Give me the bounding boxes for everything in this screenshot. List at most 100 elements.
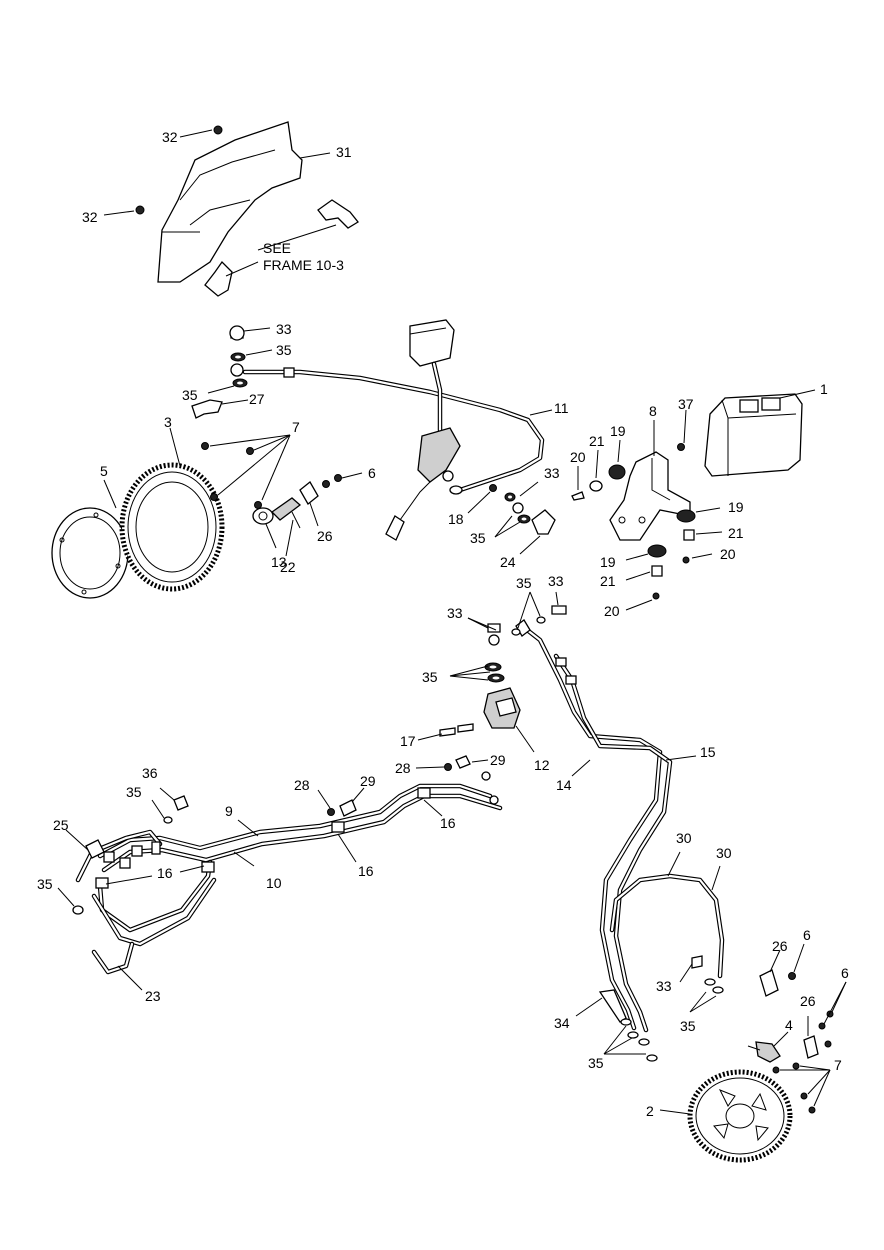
callout-15: 15 xyxy=(700,744,716,760)
clip-27 xyxy=(191,399,249,419)
callout-7: 7 xyxy=(834,1057,842,1073)
callout-28: 28 xyxy=(395,760,411,776)
banjo-bolt-33-mid xyxy=(494,481,556,555)
rear-tone-ring-2 xyxy=(659,1069,793,1163)
clip-28-29-left xyxy=(317,787,365,817)
hose-11-front xyxy=(242,367,553,493)
rear-sensor-bracket-26 xyxy=(759,943,805,997)
callout-16: 16 xyxy=(358,863,374,879)
callout-6: 6 xyxy=(368,465,376,481)
callout-26: 26 xyxy=(772,938,788,954)
callout-19: 19 xyxy=(610,423,626,439)
screw-37 xyxy=(677,409,687,451)
callout-21: 21 xyxy=(600,573,616,589)
bolt-set-7-front xyxy=(201,434,291,509)
see-note-line2: FRAME 10-3 xyxy=(263,257,344,273)
rear-pipe-junction-25 xyxy=(65,829,163,889)
callout-33: 33 xyxy=(544,465,560,481)
callout-21: 21 xyxy=(728,525,744,541)
callout-26: 26 xyxy=(800,993,816,1009)
callout-21: 21 xyxy=(589,433,605,449)
abs-mount-bracket xyxy=(609,420,691,541)
pipe-14-15 xyxy=(515,619,697,1033)
abs-modulator xyxy=(704,389,816,477)
callout-16: 16 xyxy=(440,815,456,831)
bolt-set-7-rear xyxy=(772,1062,831,1114)
bracket-clip-top xyxy=(204,199,359,297)
callout-33: 33 xyxy=(276,321,292,337)
callout-35: 35 xyxy=(470,530,486,546)
callout-19: 19 xyxy=(600,554,616,570)
callout-20: 20 xyxy=(570,449,586,465)
callout-36: 36 xyxy=(142,765,158,781)
callout-5: 5 xyxy=(100,463,108,479)
bolt-34 xyxy=(575,989,627,1023)
callout-9: 9 xyxy=(225,803,233,819)
callout-31: 31 xyxy=(336,144,352,160)
callout-35: 35 xyxy=(182,387,198,403)
callout-35: 35 xyxy=(680,1018,696,1034)
callout-11: 11 xyxy=(554,400,569,416)
callout-37: 37 xyxy=(678,396,694,412)
callout-28: 28 xyxy=(294,777,310,793)
callout-33: 33 xyxy=(656,978,672,994)
callout-24: 24 xyxy=(500,554,516,570)
callout-3: 3 xyxy=(164,414,172,430)
callout-19: 19 xyxy=(728,499,744,515)
hose-18 xyxy=(449,484,497,514)
callout-29: 29 xyxy=(360,773,376,789)
callout-35: 35 xyxy=(422,669,438,685)
callout-30: 30 xyxy=(716,845,732,861)
callout-25: 25 xyxy=(53,817,69,833)
callout-34: 34 xyxy=(554,1015,570,1031)
rear-sensor-4 xyxy=(747,981,847,1063)
bolt-33-rear xyxy=(679,955,717,1013)
see-note-line1: SEE xyxy=(263,240,291,256)
callout-23: 23 xyxy=(145,988,161,1004)
callout-35: 35 xyxy=(126,784,142,800)
rubber-mount-19-bottom xyxy=(625,544,667,611)
callout-30: 30 xyxy=(676,830,692,846)
master-cylinder-reservoir xyxy=(385,319,461,541)
callout-labels: 1 2 3 4 5 6 6 6 7 7 8 9 10 11 12 13 14 1… xyxy=(37,129,849,1119)
washers-35-rear xyxy=(603,1018,658,1062)
callout-32: 32 xyxy=(162,129,178,145)
valve-block-12 xyxy=(449,617,535,753)
callout-20: 20 xyxy=(604,603,620,619)
callout-6: 6 xyxy=(841,965,849,981)
pipe-9-10 xyxy=(91,771,503,947)
callout-16: 16 xyxy=(157,865,173,881)
callout-12: 12 xyxy=(534,757,550,773)
callout-6: 6 xyxy=(803,927,811,943)
callout-32: 32 xyxy=(82,209,98,225)
bolt-6-front xyxy=(322,472,363,488)
pipe-23 xyxy=(91,941,143,991)
callout-1: 1 xyxy=(820,381,828,397)
callout-35: 35 xyxy=(276,342,292,358)
heat-shield-part xyxy=(157,121,303,283)
callout-33: 33 xyxy=(447,605,463,621)
callout-8: 8 xyxy=(649,403,657,419)
rubber-mount-19-top xyxy=(571,439,626,501)
bolt-17 xyxy=(417,723,474,741)
front-disc-plate-5 xyxy=(51,507,129,599)
callout-33: 33 xyxy=(548,573,564,589)
front-wheel-sensor xyxy=(252,481,319,557)
clip-28-29-right xyxy=(415,755,489,771)
bolt-33-upper-pipe xyxy=(511,591,567,636)
screw-32-top xyxy=(179,125,223,138)
callout-14: 14 xyxy=(556,777,572,793)
callout-10: 10 xyxy=(266,875,282,891)
callout-17: 17 xyxy=(400,733,416,749)
screw-32-left xyxy=(103,205,145,216)
callout-18: 18 xyxy=(448,511,464,527)
callout-29: 29 xyxy=(490,752,506,768)
callout-35: 35 xyxy=(516,575,532,591)
callout-35: 35 xyxy=(588,1055,604,1071)
callout-7: 7 xyxy=(292,419,300,435)
callout-27: 27 xyxy=(249,391,265,407)
callout-20: 20 xyxy=(720,546,736,562)
callout-26: 26 xyxy=(317,528,333,544)
see-frame-note: SEE FRAME 10-3 xyxy=(263,240,344,273)
